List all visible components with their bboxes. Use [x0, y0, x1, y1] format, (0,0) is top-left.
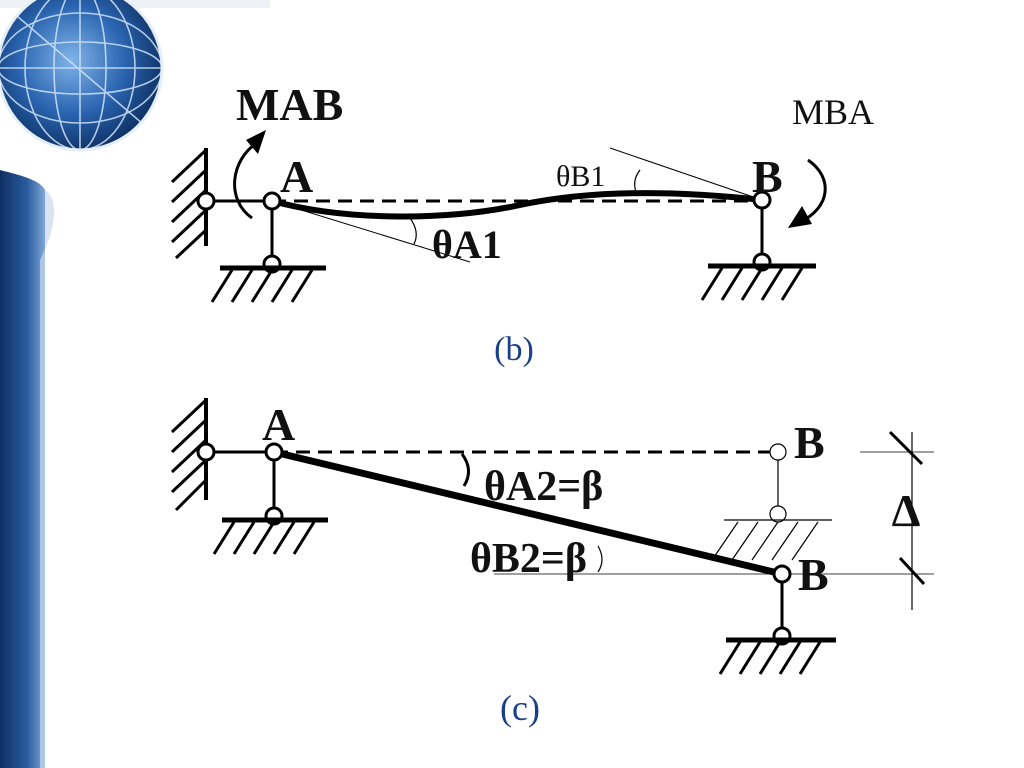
rotated-beam-c — [273, 448, 783, 578]
deformed-beam-b — [271, 190, 763, 220]
node-b-b — [752, 190, 772, 210]
rotation-label-b1: θB1 — [556, 160, 605, 193]
support-b-b — [700, 201, 816, 301]
diagram-b — [170, 130, 827, 303]
displacement-dimension — [888, 430, 926, 610]
angle-arc-b-c — [597, 545, 603, 573]
support-b-c — [718, 574, 836, 675]
rotation-label-a1: θA1 — [432, 222, 502, 267]
node-label-a-b: A — [280, 151, 313, 202]
tangent-a-b — [271, 200, 471, 263]
tangent-b-b — [609, 147, 763, 201]
angle-label-b2: θB2=β — [470, 536, 587, 582]
hinge-wall-b — [196, 191, 216, 211]
displacement-label: Δ — [892, 485, 921, 536]
support-a-c — [212, 452, 328, 555]
node-label-b-bottom-c: B — [798, 549, 829, 600]
support-a-b — [210, 201, 326, 303]
node-b-c — [772, 564, 792, 584]
node-label-a-c: A — [262, 399, 295, 450]
caption-b: (b) — [494, 331, 534, 368]
diagram-c — [170, 398, 934, 675]
angle-label-a2: θA2=β — [484, 464, 603, 510]
node-a-c — [264, 442, 284, 462]
original-support-b-c — [274, 443, 832, 561]
decorative-band — [0, 170, 55, 768]
node-label-b-b: B — [752, 151, 783, 202]
caption-c: (c) — [500, 688, 540, 728]
moment-label-mba: MBA — [792, 92, 874, 132]
angle-arc-a-c — [460, 453, 470, 487]
moment-label-mab: MAB — [236, 79, 343, 130]
globe-icon — [0, 0, 270, 152]
node-label-b-top-c: B — [794, 417, 825, 468]
hinge-wall-c — [196, 442, 216, 462]
node-a-b — [262, 191, 282, 211]
moment-arrow-a — [233, 140, 259, 220]
